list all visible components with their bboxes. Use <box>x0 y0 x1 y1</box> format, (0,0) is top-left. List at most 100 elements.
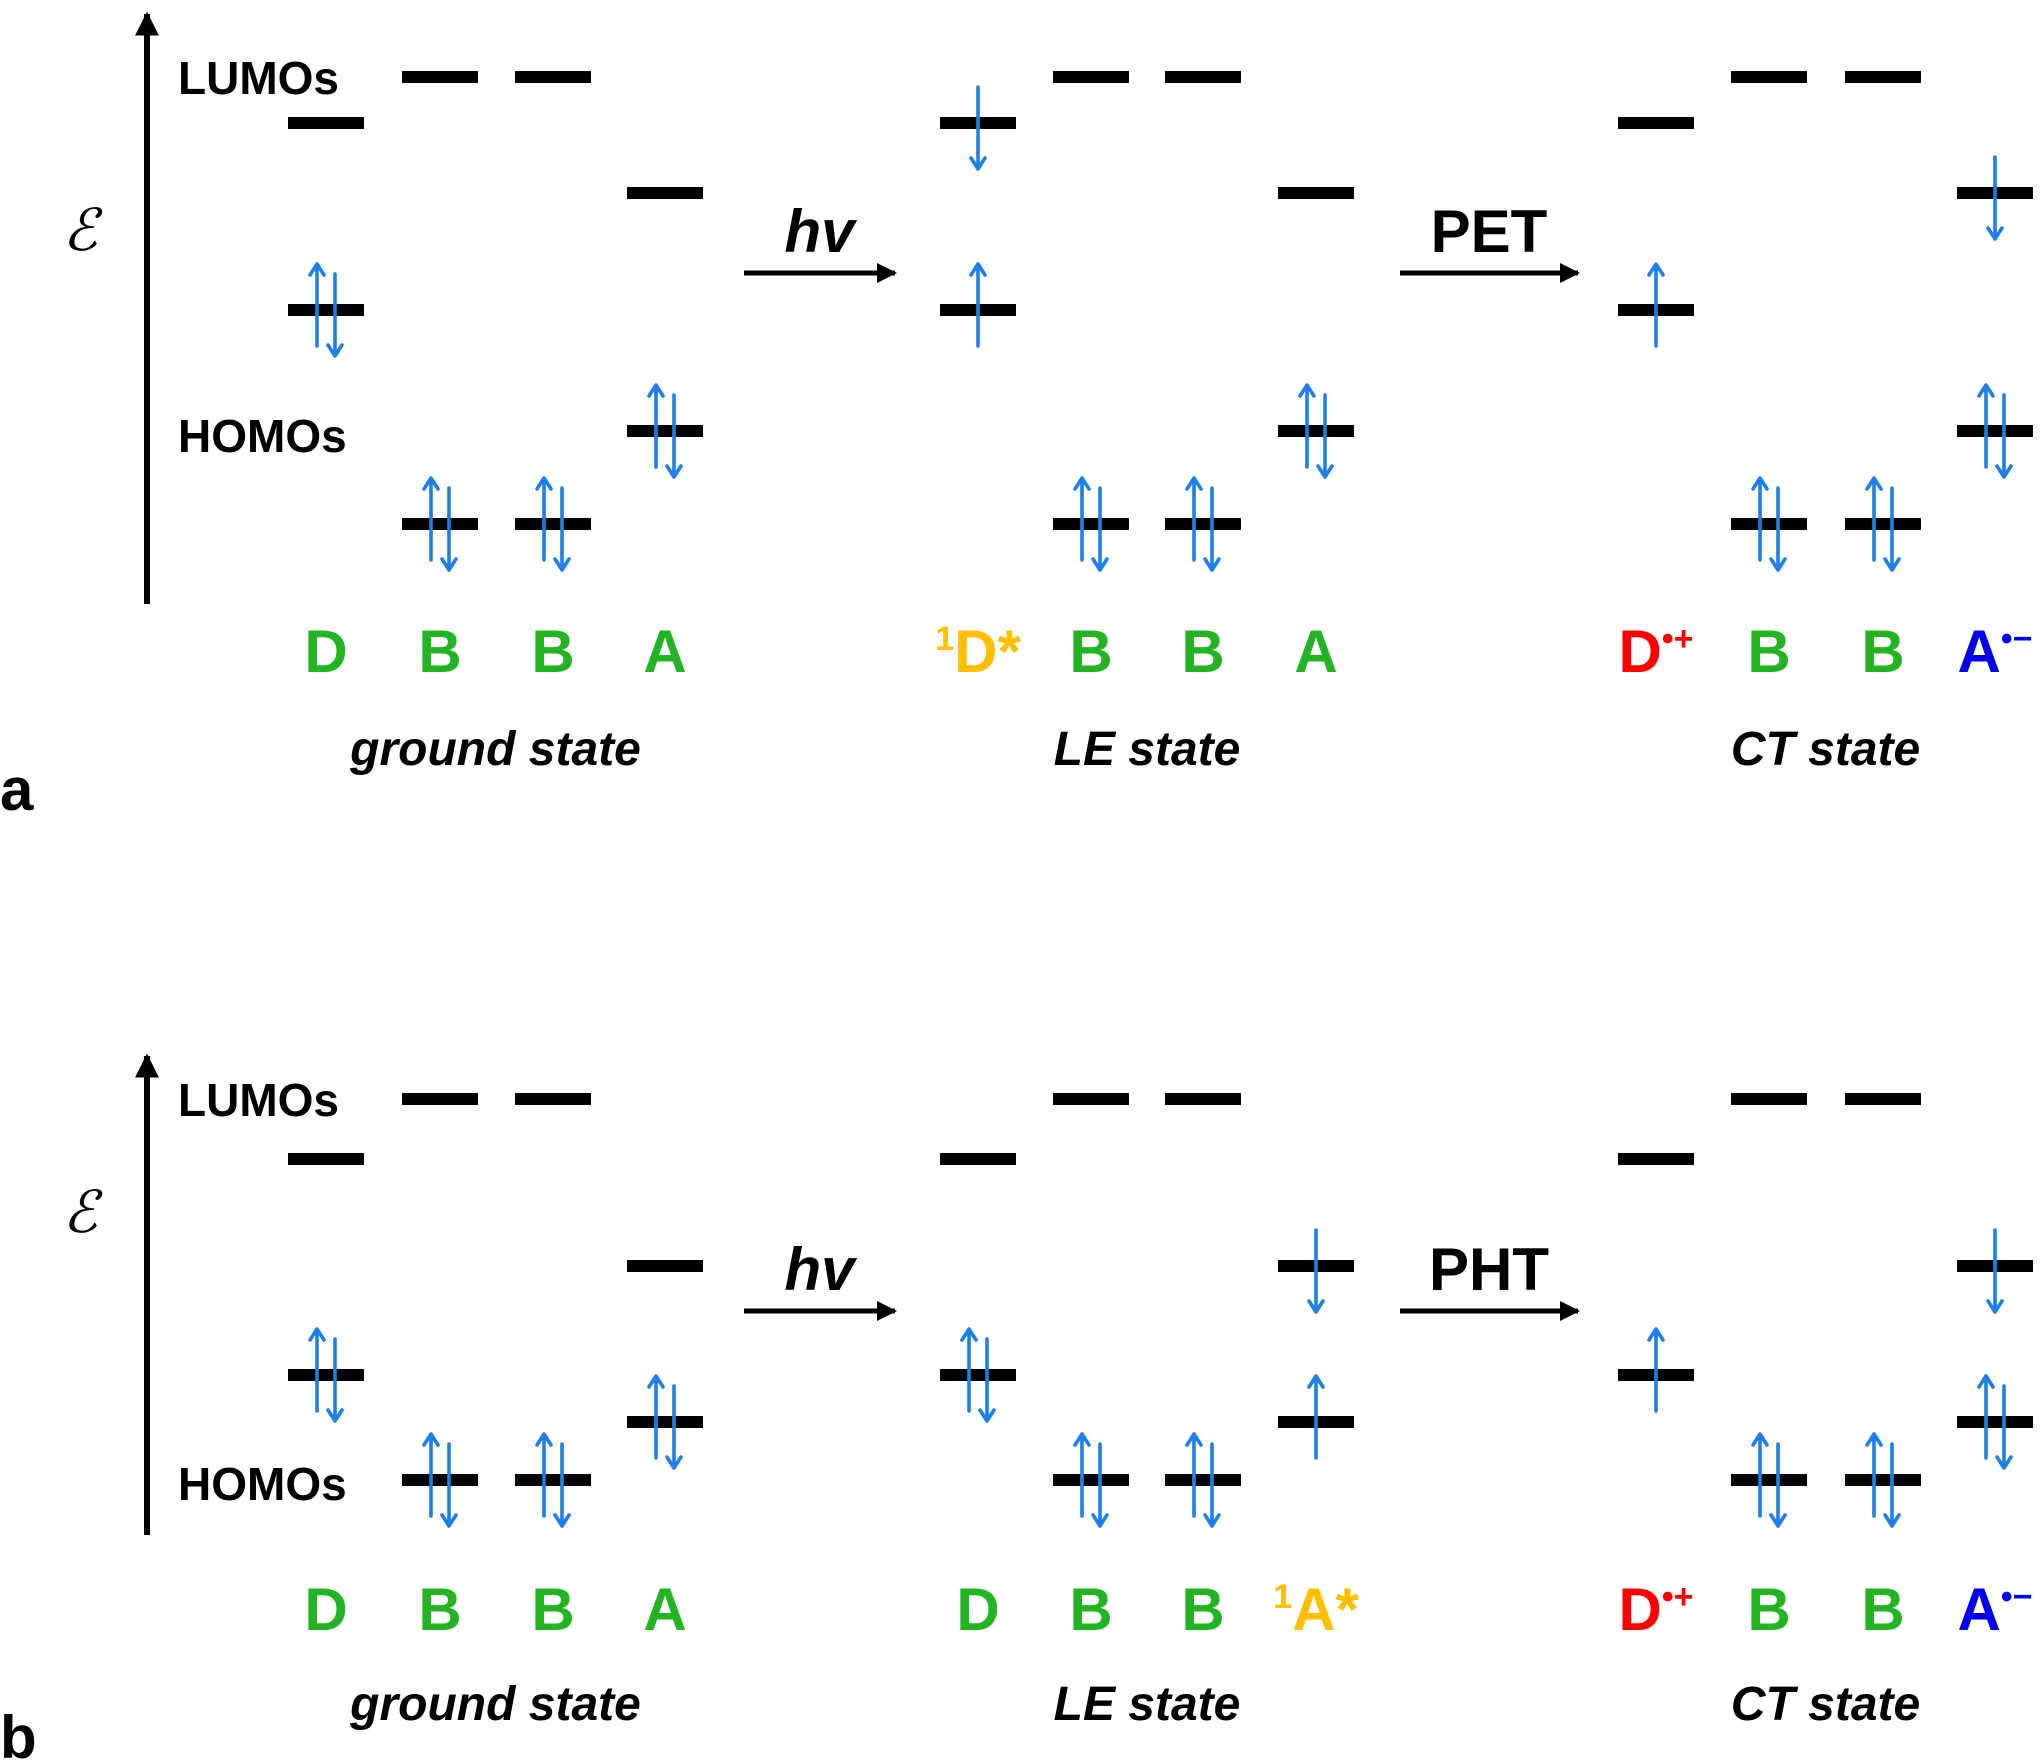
species-label: B <box>418 618 461 685</box>
electron-up-arrow <box>1073 1432 1091 1518</box>
electron-up-arrow <box>1307 1374 1325 1460</box>
state-name: LE state <box>1054 723 1241 776</box>
electron-up-arrow <box>1185 476 1203 562</box>
species-label: D <box>304 618 347 685</box>
species-superscript: 1 <box>935 620 954 658</box>
species-symbol: A* <box>1292 1576 1359 1643</box>
state-name: CT state <box>1731 1678 1920 1731</box>
electron-down-arrow <box>978 1337 996 1423</box>
species-label: A <box>643 618 686 685</box>
electron-down-arrow <box>1091 1442 1109 1528</box>
electron-down-arrow <box>1203 1442 1221 1528</box>
electron-up-arrow <box>535 476 553 562</box>
electron-down-arrow <box>440 486 458 572</box>
energy-symbol: ℰ <box>62 196 103 264</box>
electron-down-arrow <box>1091 486 1109 572</box>
species-label: A <box>643 1576 686 1643</box>
species-superscript: 1 <box>1273 1578 1292 1616</box>
energy-symbol: ℰ <box>62 1178 103 1246</box>
species-label: B <box>1181 1576 1224 1643</box>
electron-up-arrow <box>422 1432 440 1518</box>
lumos-label: LUMOs <box>178 1074 339 1126</box>
electron-up-arrow <box>1647 262 1665 348</box>
electron-up-arrow <box>1298 383 1316 469</box>
species-label: A•− <box>1957 1576 2032 1643</box>
species-label: A <box>1294 618 1337 685</box>
electron-up-arrow <box>969 262 987 348</box>
state-name: LE state <box>1054 1678 1241 1731</box>
electron-up-arrow <box>647 383 665 469</box>
electron-down-arrow <box>553 1442 571 1528</box>
species-symbol: D <box>1618 618 1661 685</box>
electron-down-arrow <box>1769 486 1787 572</box>
panel-label: a <box>0 756 34 823</box>
electron-up-arrow <box>1977 383 1995 469</box>
electron-down-arrow <box>1307 1228 1325 1314</box>
homos-label: HOMOs <box>178 410 347 462</box>
species-label: B <box>1069 618 1112 685</box>
lumos-label: LUMOs <box>178 52 339 104</box>
species-symbol: D* <box>954 618 1021 685</box>
species-label: B <box>418 1576 461 1643</box>
species-label: 1A* <box>1273 1576 1359 1643</box>
species-label: B <box>531 1576 574 1643</box>
electron-up-arrow <box>1073 476 1091 562</box>
species-symbol: A <box>1957 1576 2000 1643</box>
electron-down-arrow <box>1769 1442 1787 1528</box>
electron-up-arrow <box>1865 476 1883 562</box>
species-label: D <box>304 1576 347 1643</box>
electron-down-arrow <box>553 486 571 572</box>
electron-down-arrow <box>1995 1384 2013 1470</box>
electron-down-arrow <box>326 1337 344 1423</box>
electron-down-arrow <box>1883 1442 1901 1528</box>
species-symbol: D <box>1618 1576 1661 1643</box>
reaction-label: hv <box>784 198 858 265</box>
electron-up-arrow <box>1185 1432 1203 1518</box>
electron-up-arrow <box>1751 1432 1769 1518</box>
species-label: B <box>1861 618 1904 685</box>
species-superscript: •+ <box>1662 1578 1694 1616</box>
electron-up-arrow <box>1751 476 1769 562</box>
reaction-label: PET <box>1431 198 1548 265</box>
electron-down-arrow <box>1316 393 1334 479</box>
reaction-label: PHT <box>1429 1236 1549 1303</box>
electron-up-arrow <box>960 1327 978 1413</box>
electron-up-arrow <box>1647 1327 1665 1413</box>
electron-down-arrow <box>665 1384 683 1470</box>
electron-down-arrow <box>1986 155 2004 241</box>
species-symbol: A <box>1957 618 2000 685</box>
species-label: B <box>1747 618 1790 685</box>
species-label: D•+ <box>1618 1576 1693 1643</box>
species-superscript: •+ <box>1662 620 1694 658</box>
reaction-label: hv <box>784 1236 858 1303</box>
electron-up-arrow <box>1865 1432 1883 1518</box>
electron-down-arrow <box>1883 486 1901 572</box>
electron-up-arrow <box>308 1327 326 1413</box>
homos-label: HOMOs <box>178 1458 347 1510</box>
electron-down-arrow <box>665 393 683 479</box>
species-label: A•− <box>1957 618 2032 685</box>
electron-up-arrow <box>647 1374 665 1460</box>
electron-up-arrow <box>535 1432 553 1518</box>
species-label: B <box>531 618 574 685</box>
state-name: ground state <box>349 1678 641 1731</box>
species-label: 1D* <box>935 618 1021 685</box>
species-label: B <box>1861 1576 1904 1643</box>
electron-up-arrow <box>422 476 440 562</box>
species-label: D•+ <box>1618 618 1693 685</box>
electron-up-arrow <box>1977 1374 1995 1460</box>
species-superscript: •− <box>2001 1578 2033 1616</box>
electron-down-arrow <box>326 272 344 358</box>
electron-down-arrow <box>969 85 987 171</box>
electron-down-arrow <box>1995 393 2013 479</box>
electron-up-arrow <box>308 262 326 348</box>
electron-down-arrow <box>1203 486 1221 572</box>
state-name: ground state <box>349 723 641 776</box>
